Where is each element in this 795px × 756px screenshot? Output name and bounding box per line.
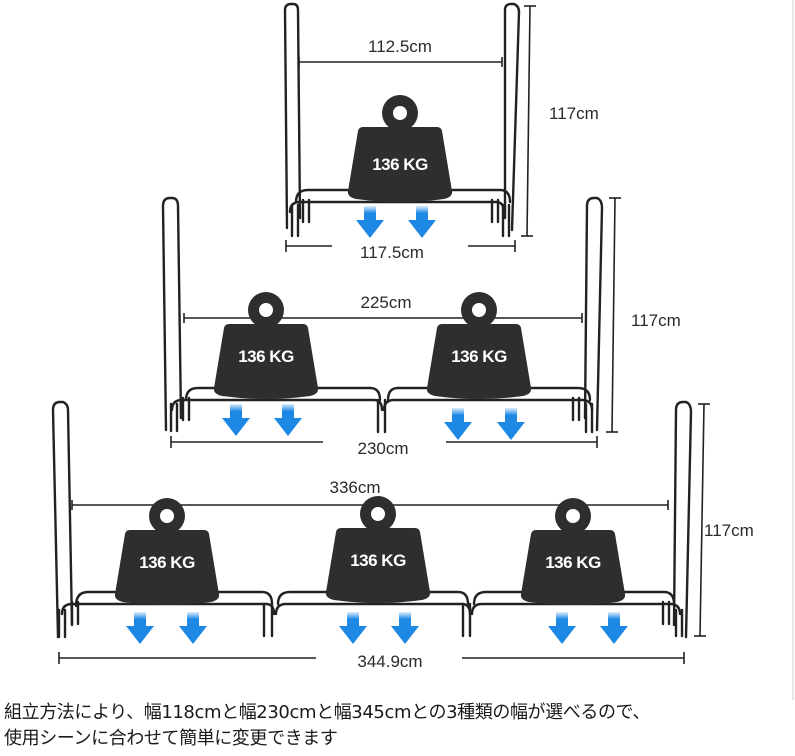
caption-line-2: 使用シーンに合わせて簡単に変更できます [4, 728, 338, 749]
right-border [792, 0, 794, 700]
rack-small-dimensions [285, 5, 536, 252]
down-arrow-icon [274, 404, 302, 436]
weight-icon [325, 496, 431, 603]
rack-large-weight-label-1: 136 KG [139, 553, 195, 572]
down-arrow-icon [444, 408, 472, 440]
weight-icon [426, 292, 532, 399]
rack-large-weight-label-3: 136 KG [545, 553, 601, 572]
rack-small-outer-width: 117.5cm [360, 243, 424, 262]
rack-medium-weight-label-2: 136 KG [451, 347, 507, 366]
weight-icon [347, 95, 453, 202]
rack-small-weight-label: 136 KG [372, 155, 428, 174]
down-arrow-icon [356, 206, 384, 238]
down-arrow-icon [600, 612, 628, 644]
down-arrow-icon [408, 206, 436, 238]
rack-medium-weight-label-1: 136 KG [238, 347, 294, 366]
down-arrow-icon [222, 404, 250, 436]
rack-large-height: 117cm [704, 521, 754, 540]
rack-medium-height: 117cm [631, 311, 681, 330]
down-arrow-icon [126, 612, 154, 644]
rack-medium [161, 196, 604, 434]
rack-medium-inner-width: 225cm [360, 293, 411, 312]
caption: 組立方法により、幅118cmと幅230cmと幅345cmとの3種類の幅が選べるの… [4, 700, 794, 752]
rack-large-inner-width: 336cm [329, 478, 380, 497]
rack-large-outer-width: 344.9cm [357, 652, 422, 671]
down-arrow-icon [339, 612, 367, 644]
rack-large-weight-label-2: 136 KG [350, 551, 406, 570]
weight-icon [520, 498, 626, 605]
weight-icon [114, 498, 220, 605]
rack-medium-outer-width: 230cm [357, 439, 408, 458]
rack-small-height: 117cm [549, 104, 599, 123]
down-arrow-icon [179, 612, 207, 644]
down-arrow-icon [391, 612, 419, 644]
rack-small-inner-width: 112.5cm [368, 37, 432, 56]
down-arrow-icon [497, 408, 525, 440]
caption-line-1: 組立方法により、幅118cmと幅230cmと幅345cmとの3種類の幅が選べるの… [4, 702, 651, 723]
weight-icon [213, 292, 319, 399]
down-arrow-icon [548, 612, 576, 644]
